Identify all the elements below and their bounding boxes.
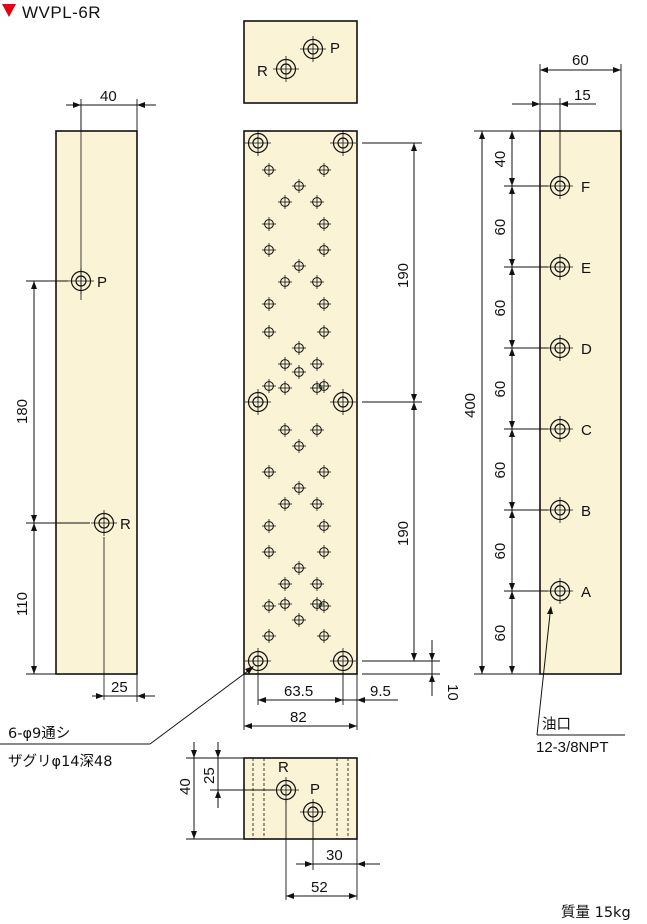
bottom-dim-52: 52: [311, 879, 328, 896]
left-side-view: 40 P R 180 110 25: [14, 88, 156, 702]
pitch-dim-label: 60: [492, 625, 509, 642]
pitch-arrow: [509, 348, 515, 356]
oil-port-label: 油口: [542, 716, 571, 733]
pitch-arrow: [509, 186, 515, 194]
pitch-arrow: [509, 502, 515, 510]
oil-port-label-a: A: [581, 584, 591, 601]
oil-ports: F E D C B A: [546, 172, 592, 605]
pitch-arrow: [509, 429, 515, 437]
left-port-p: P: [97, 274, 107, 291]
bottom-view: R P 40 25 30 52: [177, 742, 380, 900]
front-dim-9-5: 9.5: [370, 683, 391, 700]
pitch-dim-label: 60: [492, 300, 509, 317]
pitch-arrow: [509, 340, 515, 348]
oil-port-label-c: C: [581, 422, 592, 439]
right-dim-60-top: 60: [572, 52, 589, 69]
front-dim-10: 10: [444, 684, 461, 701]
pitch-arrow: [509, 421, 515, 429]
pitch-dim-label: 60: [492, 381, 509, 398]
left-width-dim: 40: [100, 88, 117, 105]
oil-port-label-f: F: [581, 179, 590, 196]
bottom-dim-25: 25: [201, 767, 218, 784]
pitch-arrow: [509, 583, 515, 591]
pitch-arrow: [509, 131, 515, 139]
right-dim-400: 400: [462, 393, 479, 418]
oil-port-label-b: B: [581, 503, 591, 520]
pitch-arrow: [509, 259, 515, 267]
pitch-dim-label: 60: [492, 219, 509, 236]
pitch-dimensions: 40 60 60 60 60 60 60: [492, 131, 548, 674]
top-view: P R: [243, 20, 358, 104]
title-marker-icon: [2, 4, 16, 17]
pitch-dim-label: 40: [492, 151, 509, 168]
pitch-arrow: [509, 666, 515, 674]
pitch-dim-label: 60: [492, 462, 509, 479]
bottom-port-p: P: [310, 781, 320, 798]
pitch-arrow: [509, 510, 515, 518]
title: WVPL-6R: [22, 3, 101, 22]
right-side-view: 60 15 400 40 60 60 60 60 60 60 F E D C B A 油口 12-3/…: [462, 52, 625, 756]
right-dim-15: 15: [574, 87, 591, 104]
left-dim-180: 180: [14, 399, 31, 424]
note-counterbore: ザグリφ14深48: [8, 753, 112, 770]
pitch-dim-label: 60: [492, 543, 509, 560]
oil-port-label-e: E: [581, 260, 591, 277]
pitch-arrow: [509, 267, 515, 275]
top-port-p: P: [330, 40, 340, 57]
front-dim-63-5: 63.5: [284, 683, 313, 700]
bottom-dim-30: 30: [326, 847, 343, 864]
front-dim-190-lower: 190: [395, 521, 412, 546]
pitch-arrow: [509, 591, 515, 599]
oil-port-spec: 12-3/8NPT: [536, 739, 609, 756]
left-port-r: R: [120, 516, 131, 533]
note-through-holes: 6-φ9通シ: [8, 725, 70, 742]
bottom-port-r: R: [278, 759, 289, 776]
left-dim-25: 25: [111, 679, 128, 696]
pitch-arrow: [509, 178, 515, 186]
top-port-r: R: [257, 63, 268, 80]
mass-label: 質量 15kg: [561, 903, 631, 921]
bottom-dim-40: 40: [177, 778, 194, 795]
left-dim-110: 110: [14, 592, 31, 616]
front-view: 190 190 10 63.5 9.5 82 6-φ9通シ ザグリφ14深48: [0, 129, 461, 770]
front-dim-190-upper: 190: [395, 263, 412, 288]
front-dim-82: 82: [290, 709, 307, 726]
oil-port-label-d: D: [581, 341, 592, 358]
